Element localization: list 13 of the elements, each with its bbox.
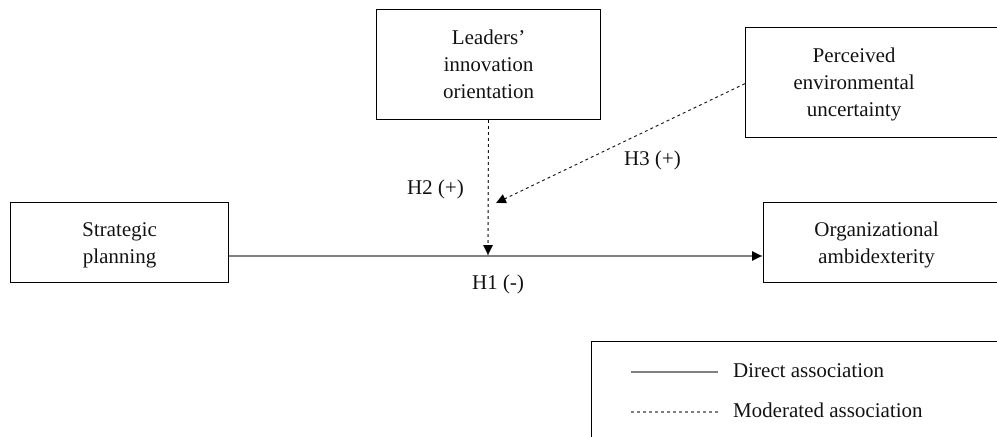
variable-name: Strategic planning [81, 216, 158, 270]
variable-box [10, 202, 229, 283]
variable-name: Perceived environmental uncertainty [792, 42, 916, 123]
variable-box [745, 27, 997, 138]
legend-text: Direct association [733, 358, 884, 382]
variable-box [763, 202, 997, 283]
dashed-arrow [496, 83, 746, 204]
variable-name: Leaders’ innovation orientation [442, 24, 535, 105]
variable-name: Organizational ambidexterity [813, 216, 940, 270]
arrow [228, 251, 762, 261]
variable-box [376, 9, 601, 120]
dashed-arrow [483, 120, 494, 256]
legend-text: Moderated association [733, 398, 923, 422]
